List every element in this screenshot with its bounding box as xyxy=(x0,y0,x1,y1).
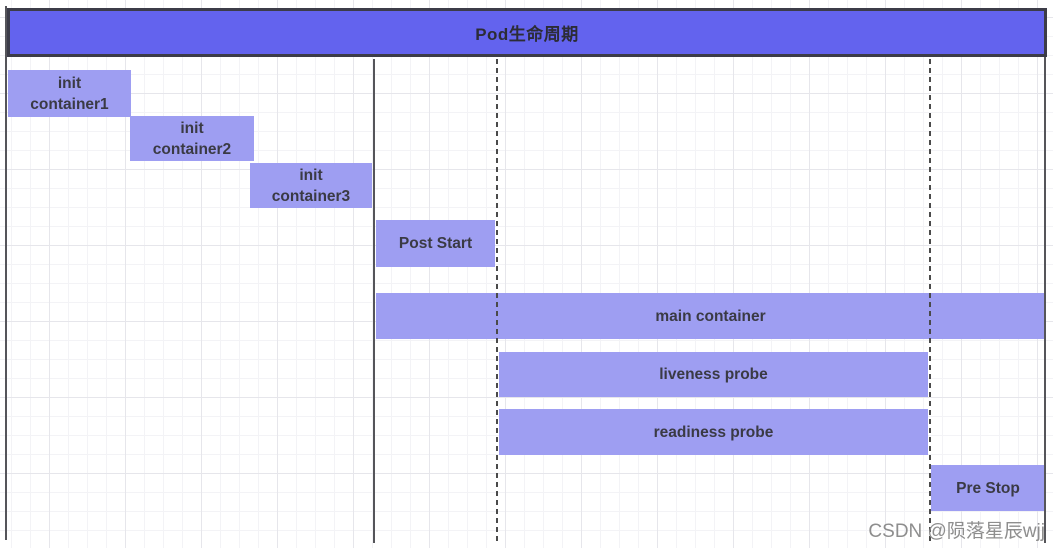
title-bar: Pod生命周期 xyxy=(7,8,1047,57)
csdn-watermark: CSDN @陨落星辰wjj xyxy=(868,521,1045,542)
post-start-bar: Post Start xyxy=(376,220,495,267)
init-container3-bar: init container3 xyxy=(250,163,372,208)
diagram-title: Pod生命周期 xyxy=(475,25,579,44)
init-end-solid-line xyxy=(373,59,375,543)
readiness-probe-bar: readiness probe xyxy=(499,409,928,455)
left-axis-line xyxy=(5,6,7,540)
start-dashed-line xyxy=(496,59,498,543)
init-container1-bar: init container1 xyxy=(8,70,131,117)
liveness-probe-bar: liveness probe xyxy=(499,352,928,397)
stop-dashed-line xyxy=(929,59,931,543)
pre-stop-bar: Pre Stop xyxy=(931,465,1045,511)
main-container-bar: main container xyxy=(376,293,1045,339)
right-axis-line xyxy=(1044,57,1046,543)
init-container2-bar: init container2 xyxy=(130,116,254,161)
